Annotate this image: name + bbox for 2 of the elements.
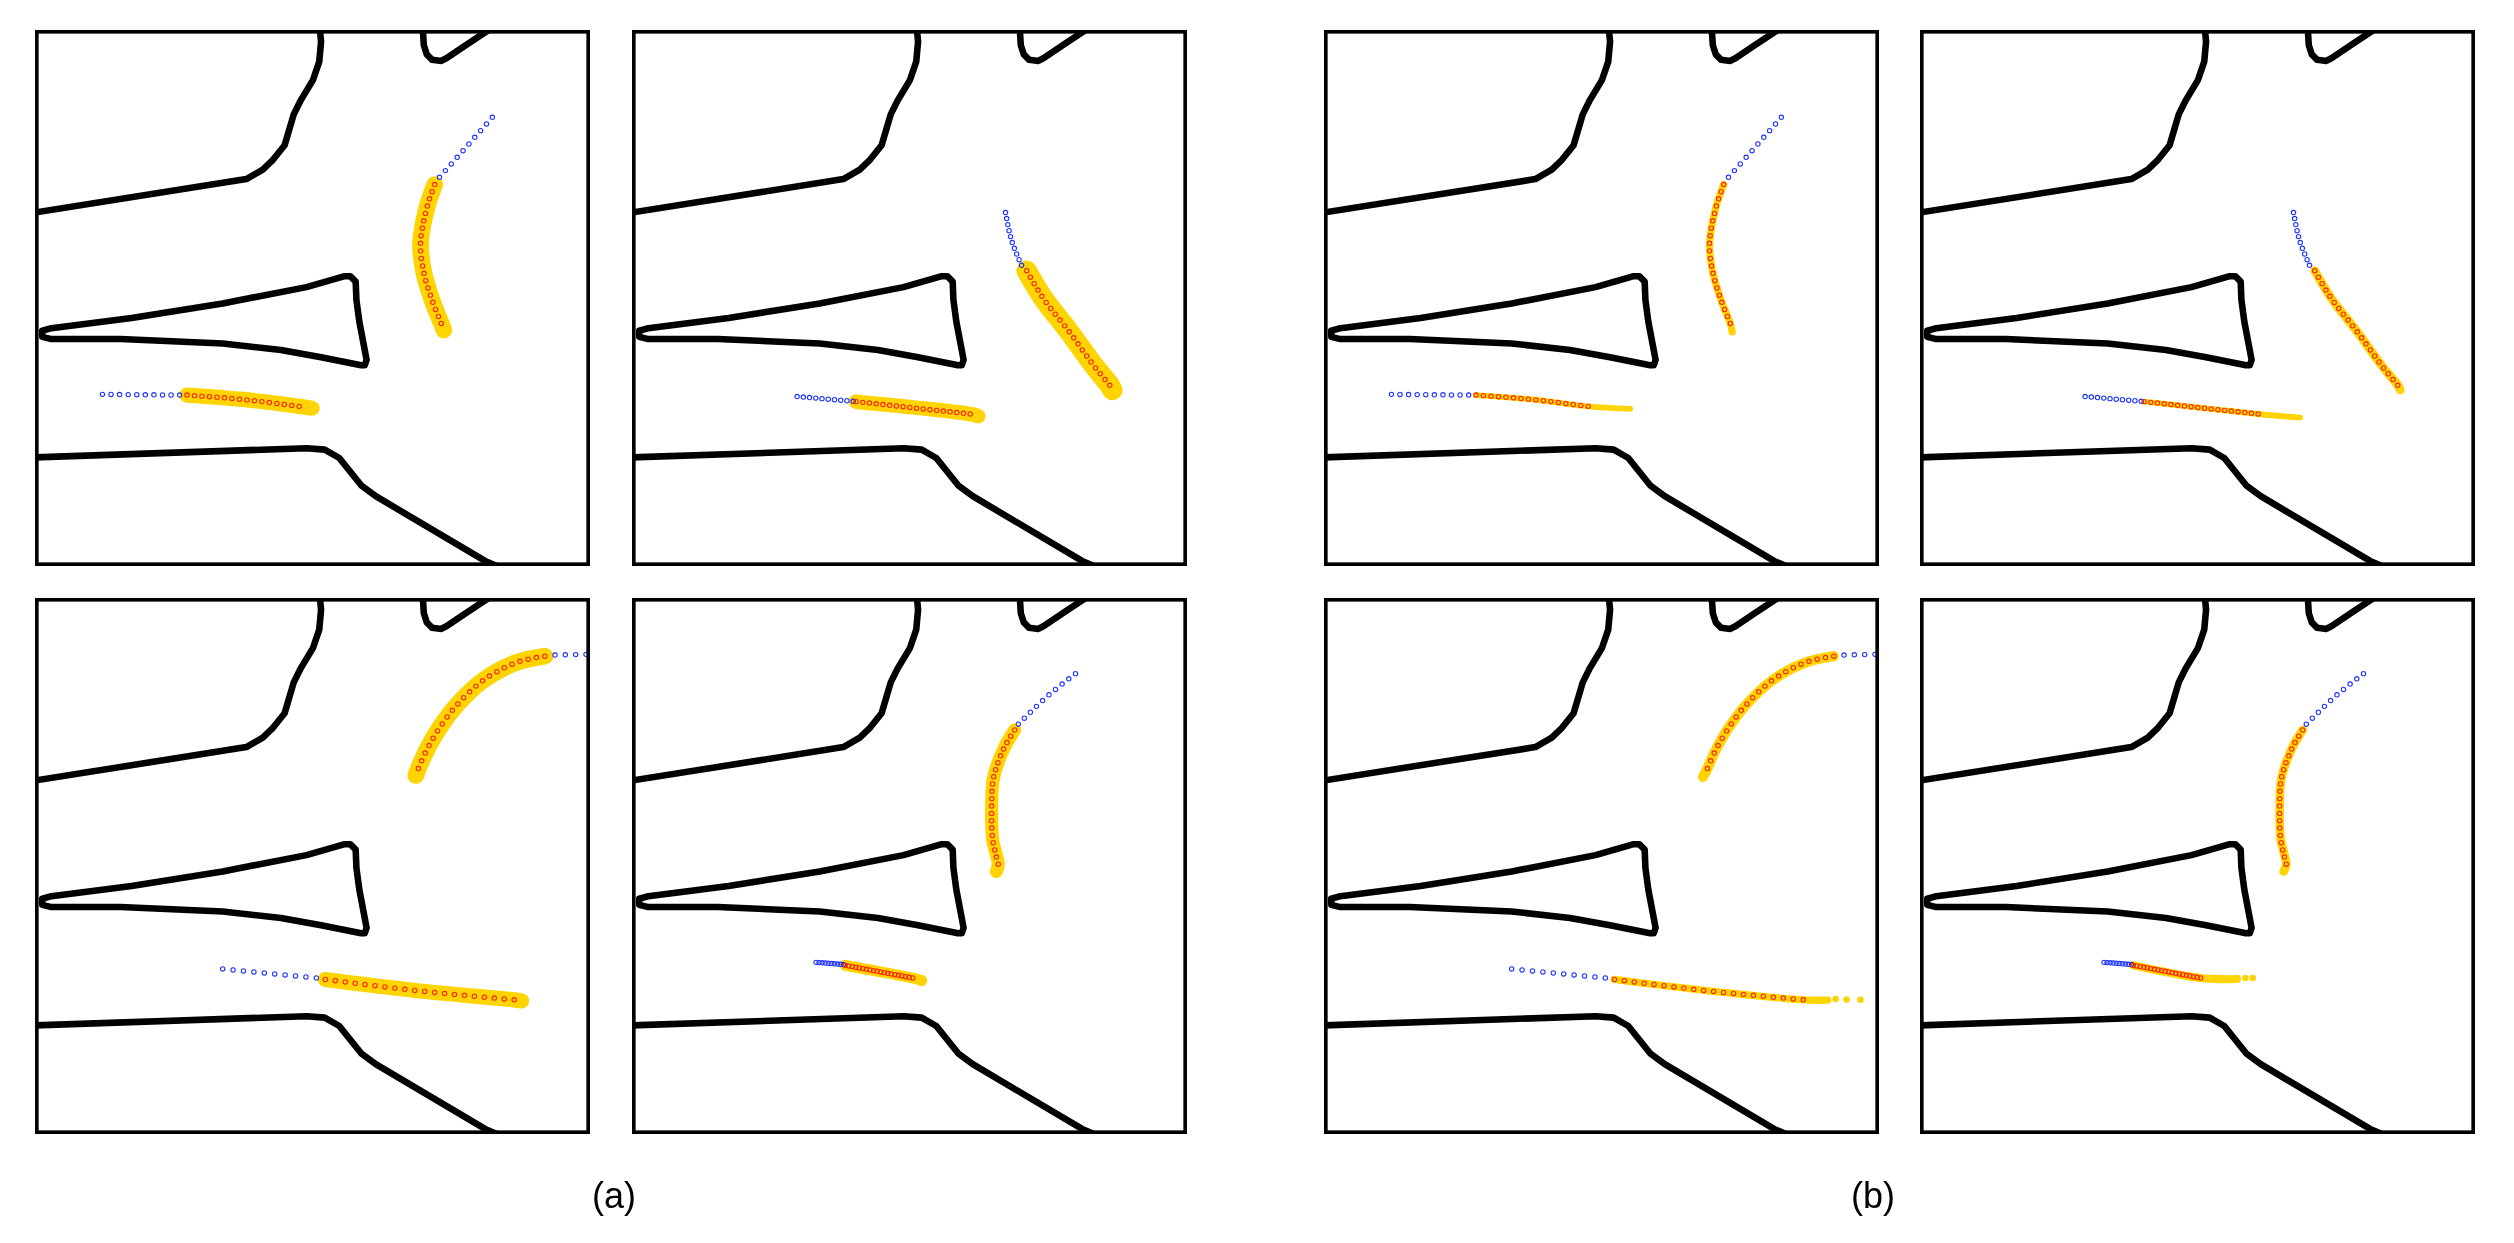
subfigure-label: (b) — [1851, 1175, 1895, 1217]
subfigure-label: (a) — [592, 1175, 636, 1217]
